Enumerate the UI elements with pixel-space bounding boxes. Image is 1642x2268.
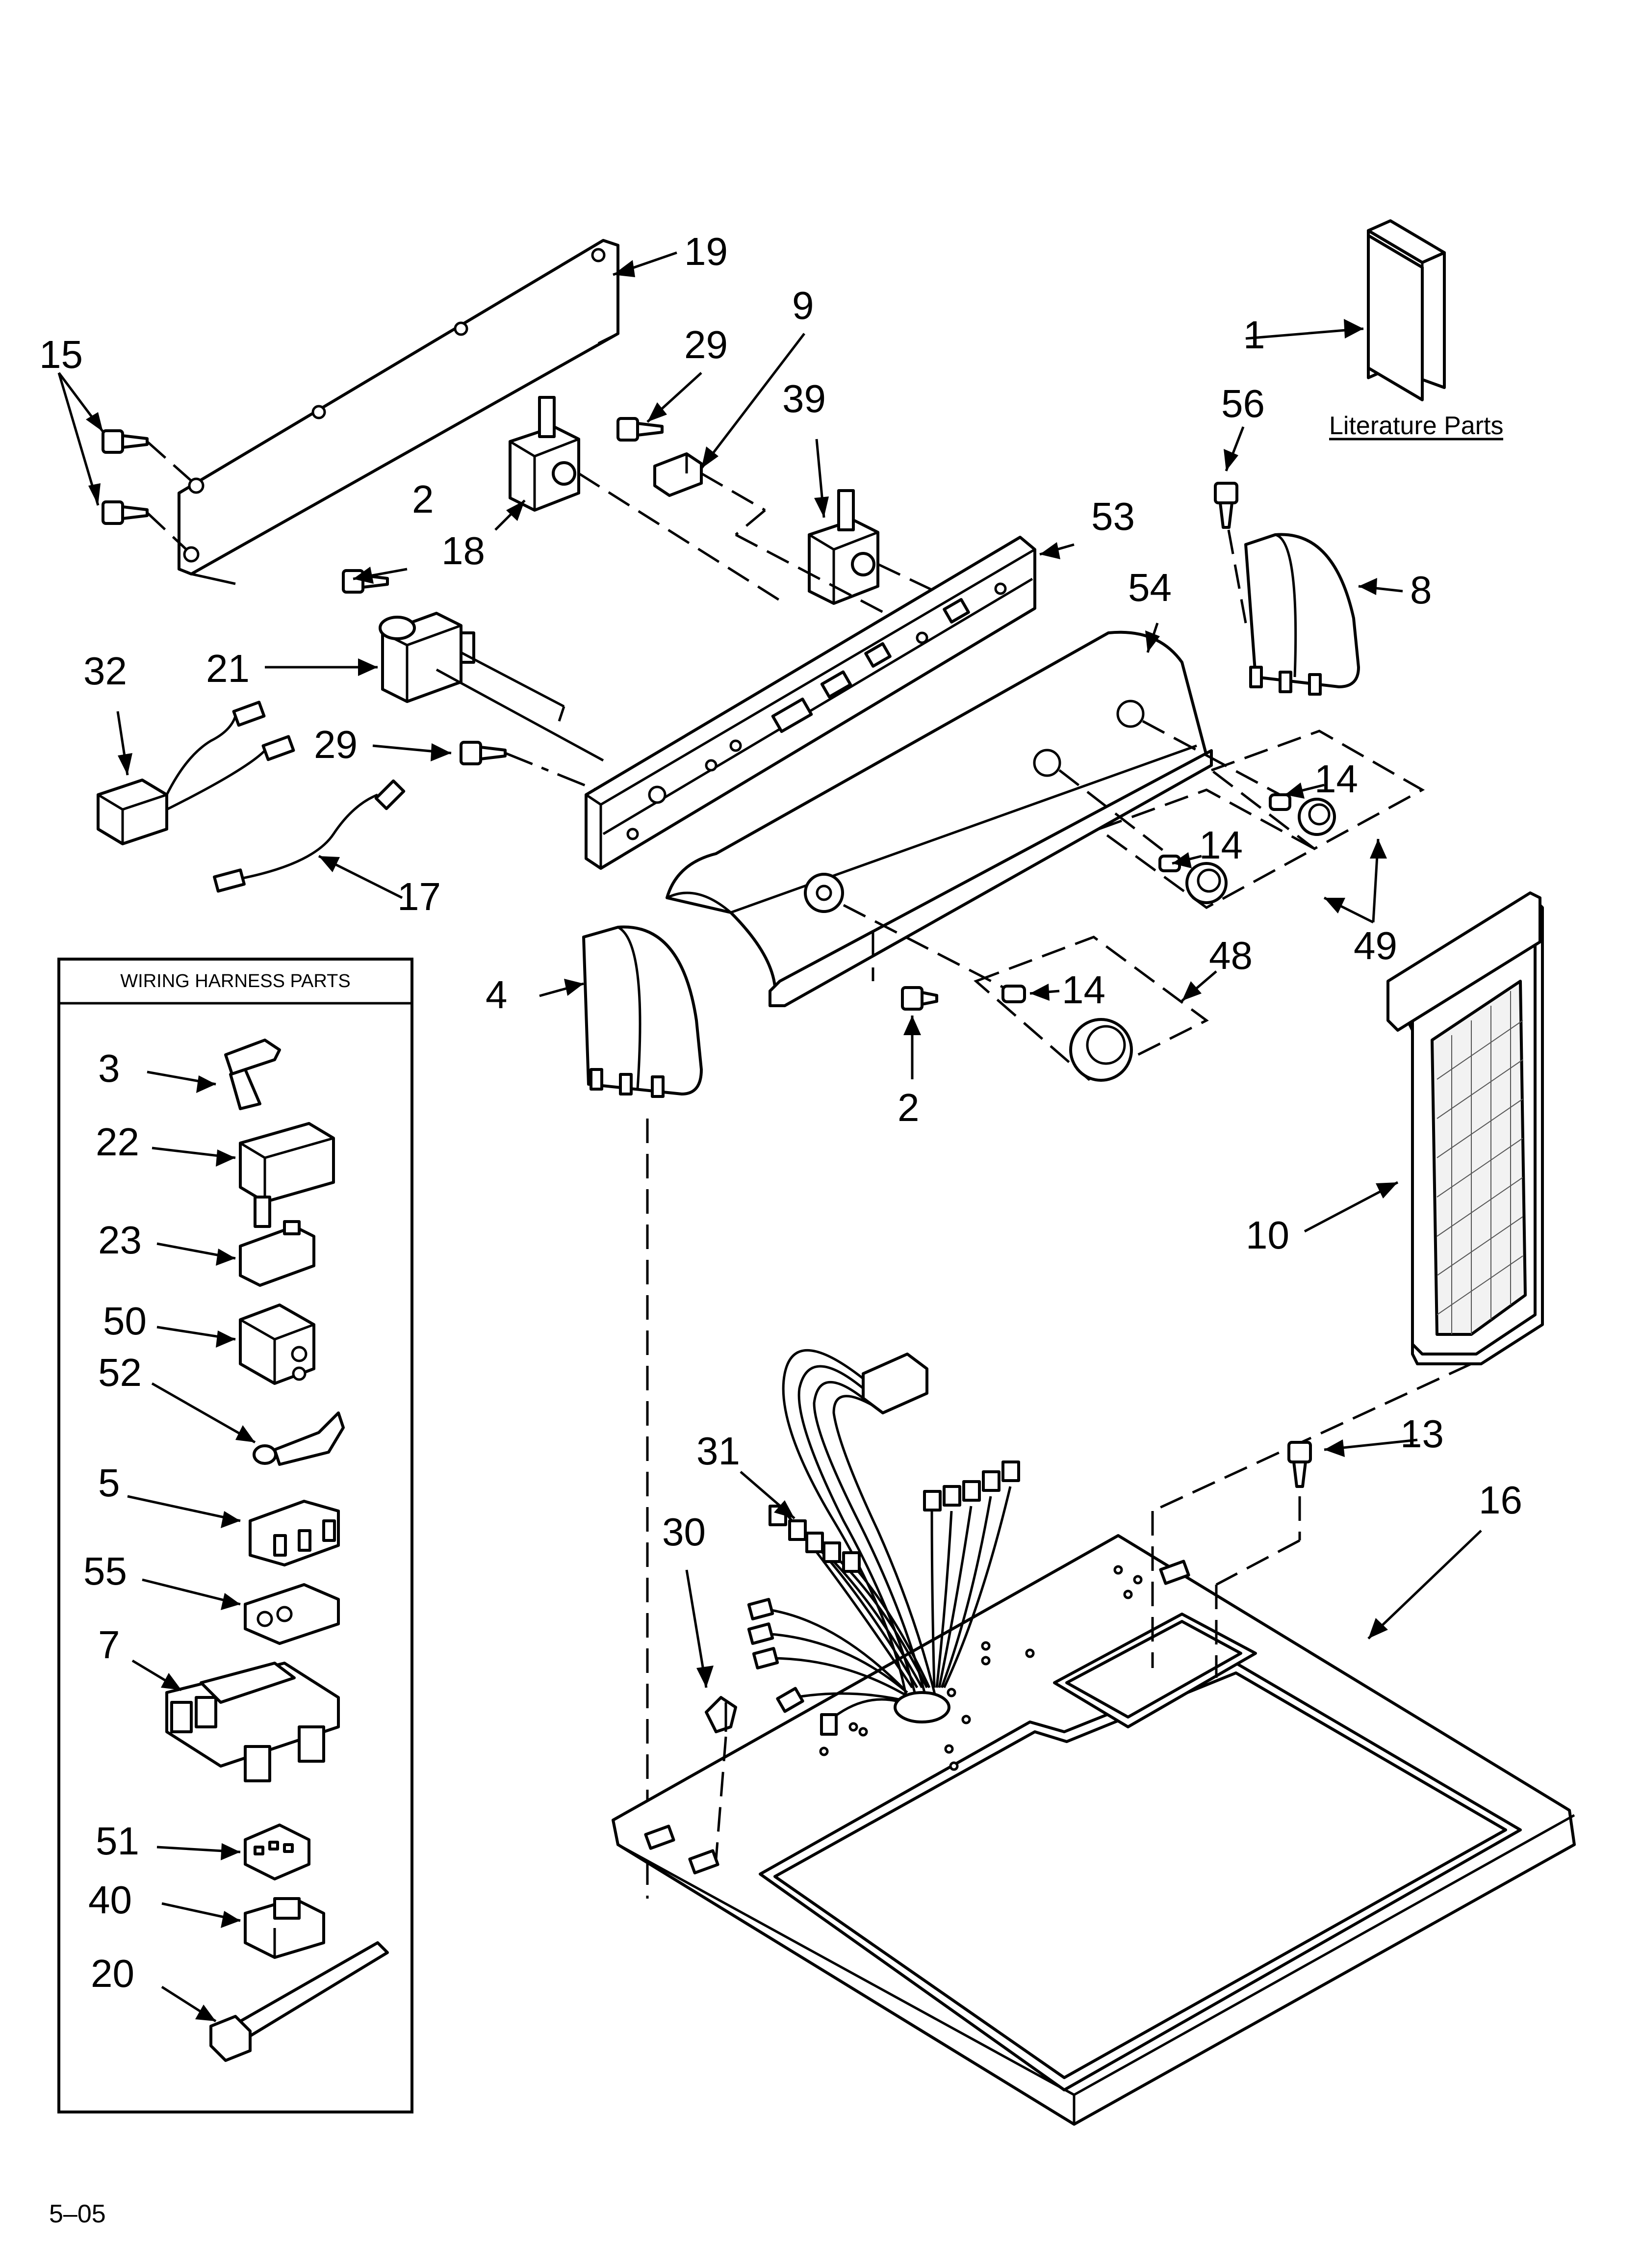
harness-part-22 [239, 1122, 335, 1228]
callout-19: 19 [684, 230, 728, 273]
callout-14-mid: 14 [1199, 823, 1243, 867]
callout-harness-55: 55 [83, 1549, 127, 1593]
part-29-screw-lower [460, 741, 507, 765]
part-48-timer-knob [974, 936, 1209, 1082]
harness-part-7 [165, 1662, 340, 1782]
part-53-console-bracket [585, 536, 1036, 870]
harness-part-55 [244, 1583, 340, 1645]
callout-10: 10 [1246, 1213, 1289, 1257]
part-49-knob-set [1096, 730, 1425, 909]
part-4-end-cap-left [582, 925, 703, 1098]
callout-29-top: 29 [684, 323, 728, 366]
callout-15: 15 [39, 333, 83, 376]
harness-part-52 [253, 1411, 345, 1466]
callout-harness-52: 52 [98, 1351, 142, 1394]
callout-labels: 19 15 29 9 39 1 56 2 18 53 54 8 32 21 29… [39, 230, 1522, 1995]
part-31-wire-harness [747, 1349, 1020, 1736]
part-30-wire-clip [705, 1696, 737, 1733]
callout-13: 13 [1400, 1412, 1444, 1456]
part-54-console [666, 630, 1281, 1007]
callout-56: 56 [1221, 382, 1265, 425]
callout-9: 9 [792, 284, 814, 327]
callout-30: 30 [662, 1510, 706, 1554]
lint-screen-mesh [1437, 991, 1523, 1334]
callout-48: 48 [1209, 934, 1253, 977]
part-16-top-cover [612, 1534, 1576, 2126]
callout-harness-40: 40 [88, 1878, 132, 1922]
part-18-control-switch [509, 396, 786, 605]
callout-harness-22: 22 [96, 1120, 139, 1164]
literature-parts-label: Literature Parts [1329, 412, 1504, 440]
callout-2-upper: 2 [412, 477, 434, 521]
callout-54: 54 [1128, 566, 1172, 609]
harness-part-51 [244, 1824, 310, 1880]
callout-39: 39 [782, 377, 826, 420]
callout-harness-5: 5 [98, 1461, 120, 1505]
callout-harness-23: 23 [98, 1218, 142, 1262]
harness-part-50 [239, 1303, 315, 1385]
wiring-harness-parts-box: WIRING HARNESS PARTS [57, 958, 413, 2113]
callout-harness-50: 50 [103, 1299, 147, 1343]
callout-14-left: 14 [1062, 968, 1105, 1012]
callout-2-lower: 2 [898, 1086, 920, 1129]
callout-harness-51: 51 [96, 1819, 139, 1863]
part-32-wiring-connector [97, 701, 295, 845]
part-1-literature [1367, 219, 1446, 401]
part-21-timer [379, 612, 604, 762]
part-29-screw-top [616, 417, 664, 442]
harness-part-40 [244, 1897, 325, 1959]
callout-4: 4 [486, 973, 508, 1017]
callout-harness-20: 20 [91, 1952, 134, 1995]
callout-29-lower: 29 [314, 723, 358, 766]
footer-code: 5–05 [49, 2200, 106, 2228]
part-8-end-cap-right [1244, 533, 1360, 696]
callout-53: 53 [1091, 495, 1135, 538]
harness-part-20 [209, 1941, 389, 2062]
leader-lines [57, 251, 1482, 2023]
callout-harness-3: 3 [98, 1046, 120, 1090]
callout-18: 18 [441, 529, 485, 573]
callout-17: 17 [397, 875, 441, 918]
callout-49: 49 [1354, 924, 1397, 967]
harness-part-23 [239, 1220, 315, 1287]
callout-16: 16 [1479, 1478, 1522, 1522]
callout-harness-7: 7 [98, 1623, 120, 1667]
callout-14-right: 14 [1314, 757, 1358, 801]
callout-32: 32 [83, 649, 127, 693]
harness-part-5 [249, 1500, 340, 1566]
part-17-wire-lead [213, 779, 406, 893]
callout-31: 31 [696, 1429, 740, 1473]
part-56-screw [1214, 482, 1238, 529]
part-19-rear-bracket [178, 239, 619, 585]
part-10-lint-screen [1386, 891, 1544, 1365]
harness-part-3 [224, 1039, 281, 1110]
part-15-screws [102, 429, 192, 550]
callout-8: 8 [1410, 568, 1432, 612]
callout-1: 1 [1243, 313, 1265, 357]
part-2-screw-lower [901, 986, 938, 1011]
part-9-switch [653, 452, 703, 497]
callout-21: 21 [206, 647, 250, 690]
wiring-box-title: WIRING HARNESS PARTS [120, 971, 350, 991]
part-13-screw [1287, 1441, 1312, 1488]
